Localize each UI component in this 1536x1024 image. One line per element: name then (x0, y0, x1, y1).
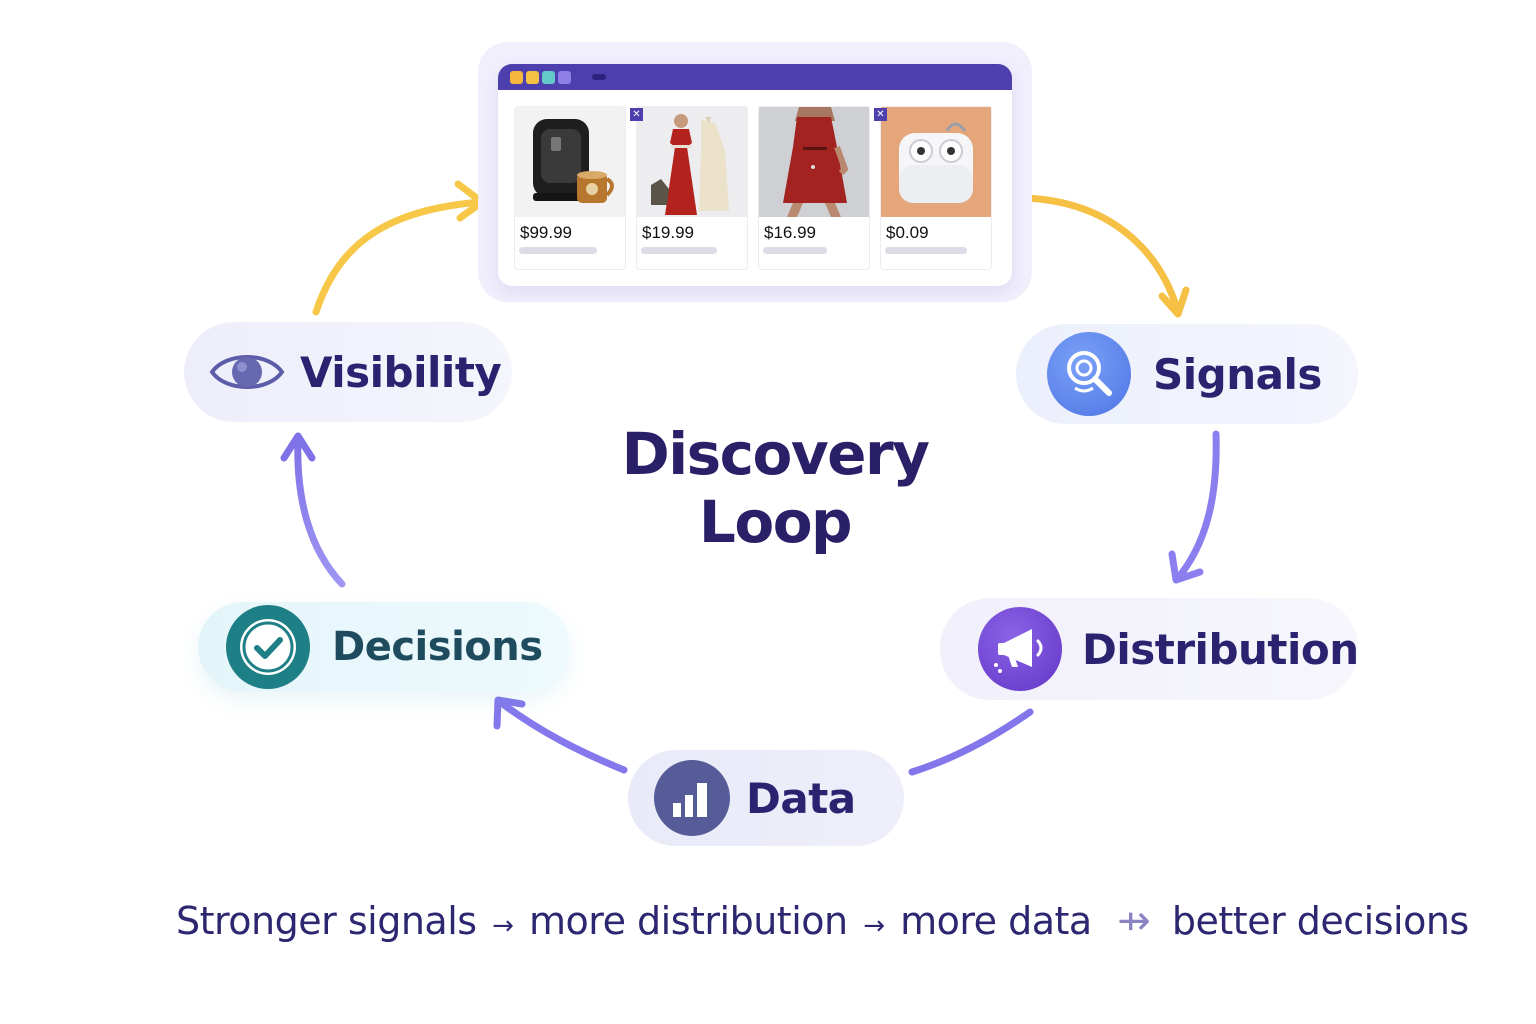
arrow-decisions-to-visibility (294, 436, 346, 588)
node-distribution: Distribution (940, 598, 1359, 700)
distribution-icon-badge (978, 607, 1062, 691)
node-label: Decisions (332, 624, 543, 670)
product-card[interactable]: $99.99 (514, 106, 626, 270)
tagline: Stronger signals → more distribution → m… (176, 898, 1496, 944)
product-title-placeholder (641, 247, 717, 254)
data-icon-badge (654, 760, 730, 836)
tagline-arrow: ⇸ (1117, 898, 1151, 944)
product-title-placeholder (763, 247, 827, 254)
product-price: $99.99 (520, 223, 572, 242)
product-title-placeholder (885, 247, 967, 254)
tagline-arrow: → (492, 911, 514, 941)
eye-icon (209, 355, 285, 389)
signals-icon-badge (1047, 332, 1131, 416)
product-price: $16.99 (764, 223, 816, 242)
diagram-title: Discovery Loop (621, 420, 930, 556)
window-dot-purple (558, 70, 571, 84)
node-label: Distribution (1082, 624, 1359, 674)
arrow-signals-to-distribution (1174, 430, 1220, 582)
tagline-part: better decisions (1171, 899, 1469, 943)
checkmark-icon (240, 619, 296, 675)
node-signals: Signals (1016, 324, 1358, 424)
megaphone-icon (994, 629, 1043, 673)
browser-title-bar (498, 64, 1012, 90)
bar-chart-icon (673, 783, 707, 817)
window-dot-yellow (510, 70, 523, 84)
arrowhead-signals-to-distribution (1168, 550, 1204, 584)
red-dress-coat-image (637, 107, 747, 217)
earbuds-case-image (881, 107, 991, 217)
red-dress-model-image (759, 107, 869, 217)
node-visibility: Visibility (184, 322, 512, 422)
address-bar (592, 74, 606, 80)
tagline-part: more data (900, 899, 1092, 943)
close-badge-icon[interactable]: ✕ (630, 108, 643, 121)
close-badge-icon[interactable]: ✕ (874, 108, 887, 121)
arrowhead-listing-to-signals (1158, 286, 1190, 318)
product-listing-window: $99.99 ✕ $19.99 (498, 64, 1012, 286)
node-data: Data (628, 750, 904, 846)
arrowhead-decisions-to-visibility (280, 432, 316, 462)
product-card[interactable]: $16.99 (758, 106, 870, 270)
window-dot-amber (526, 70, 539, 84)
arrow-data-to-decisions (496, 698, 628, 774)
node-decisions: Decisions (198, 602, 570, 692)
product-price: $0.09 (886, 223, 929, 242)
arrowhead-data-to-decisions (493, 696, 526, 730)
window-dot-teal (542, 70, 555, 84)
arrow-visibility-to-listing (312, 198, 484, 316)
product-price: $19.99 (642, 223, 694, 242)
product-card[interactable]: ✕ $19.99 (630, 106, 748, 270)
magnifier-icon (1067, 351, 1112, 396)
product-card[interactable]: ✕ $0.09 (874, 106, 992, 270)
product-title-placeholder (519, 247, 597, 254)
decisions-icon-badge (226, 605, 310, 689)
product-grid: $99.99 ✕ $19.99 (498, 90, 1012, 270)
node-label: Signals (1153, 349, 1322, 399)
arrow-listing-to-signals (1022, 194, 1182, 316)
tagline-part: Stronger signals (176, 899, 477, 943)
node-label: Visibility (300, 347, 502, 397)
air-fryer-image (515, 107, 625, 217)
node-label: Data (746, 773, 856, 823)
tagline-arrow: → (863, 911, 885, 941)
tagline-part: more distribution (529, 899, 848, 943)
arrow-distribution-to-data (908, 708, 1034, 776)
